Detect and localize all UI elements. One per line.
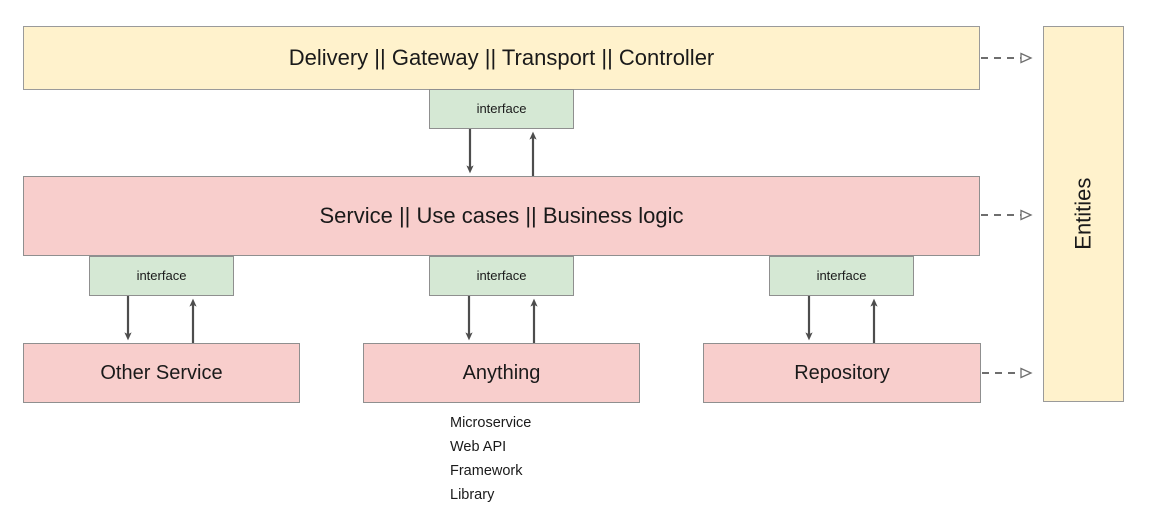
interface-label: interface: [476, 100, 527, 116]
delivery-layer-box: Delivery || Gateway || Transport || Cont…: [23, 26, 980, 90]
anything-label: Anything: [462, 361, 541, 384]
entities-box: Entities: [1043, 26, 1124, 402]
interface-box-other-service: interface: [89, 256, 234, 296]
anything-examples-list: Microservice Web API Framework Library: [450, 411, 531, 507]
other-service-label: Other Service: [100, 361, 223, 384]
interface-box-delivery-service: interface: [429, 89, 574, 129]
list-item: Library: [450, 487, 495, 503]
entities-label: Entities: [1070, 177, 1096, 251]
list-item: Web API: [450, 439, 507, 455]
delivery-layer-label: Delivery || Gateway || Transport || Cont…: [288, 45, 715, 71]
other-service-box: Other Service: [23, 343, 300, 403]
repository-box: Repository: [703, 343, 981, 403]
service-layer-label: Service || Use cases || Business logic: [319, 203, 684, 229]
edge-delivery-to-service: [466, 129, 537, 176]
list-item: Framework: [450, 463, 523, 479]
anything-box: Anything: [363, 343, 640, 403]
interface-label: interface: [816, 267, 867, 283]
repository-label: Repository: [794, 361, 890, 384]
interface-label: interface: [136, 267, 187, 283]
service-layer-box: Service || Use cases || Business logic: [23, 176, 980, 256]
interface-label: interface: [476, 267, 527, 283]
interface-box-repository: interface: [769, 256, 914, 296]
list-item: Microservice: [450, 415, 532, 431]
edge-service-to-repository: [805, 296, 878, 343]
edge-service-to-anything: [465, 296, 538, 343]
interface-box-anything: interface: [429, 256, 574, 296]
edge-service-to-other-service: [124, 296, 197, 343]
